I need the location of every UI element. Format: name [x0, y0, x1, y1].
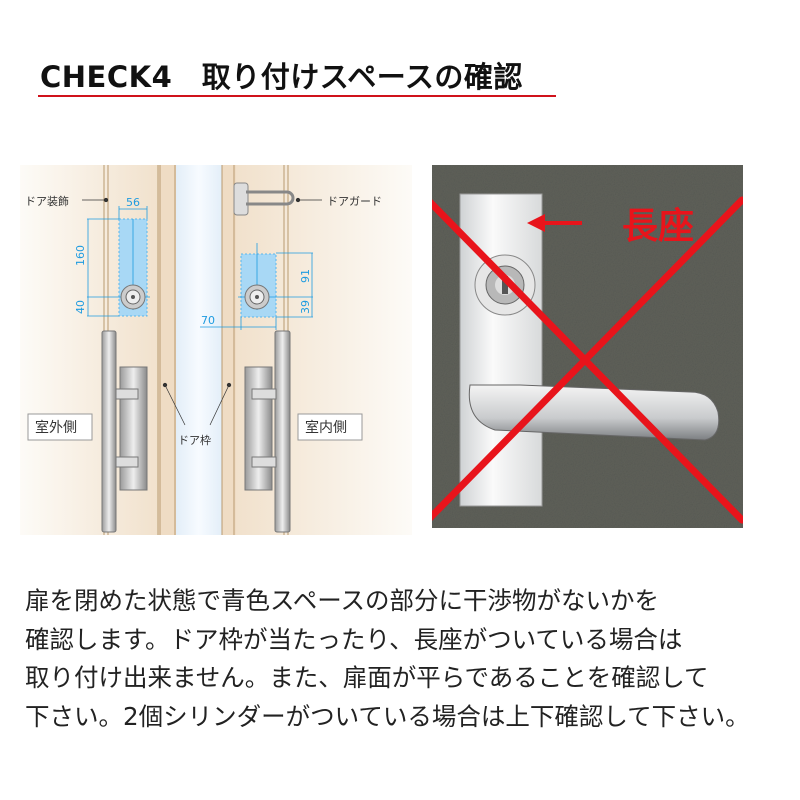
dim-inner-width: 70	[201, 314, 215, 327]
dim-outer-upper: 160	[74, 245, 87, 266]
outer-handle-bracket	[115, 388, 139, 400]
inner-handle-plate	[244, 366, 273, 491]
description-line: 確認します。ドア枠が当たったり、長座がついている場合は	[25, 624, 683, 654]
indoor-side-box	[297, 413, 363, 441]
inner-frame	[222, 165, 236, 535]
door-guard-icon	[233, 182, 295, 216]
dim-inner-upper: 91	[299, 269, 312, 283]
description-line: 下さい。2個シリンダーがついている場合は上下確認して下さい。	[25, 701, 750, 731]
outer-handle-bracket	[115, 456, 139, 468]
door-gap	[176, 165, 222, 535]
description: 扉を閉めた状態で青色スペースの部分に干渉物がないかを 確認します。ドア枠が当たっ…	[25, 582, 795, 736]
cross-out-mark	[432, 196, 743, 524]
inner-handle-bar	[274, 330, 291, 533]
outer-handle-plate	[119, 366, 148, 491]
door-frame-label: ドア枠	[178, 433, 211, 447]
page-title: CHECK4 取り付けスペースの確認	[40, 60, 523, 94]
dim-inner-lower: 39	[299, 300, 312, 314]
description-line: 取り付け出来ません。また、扉面が平らであることを確認して	[25, 663, 709, 692]
leader-lines	[82, 197, 322, 426]
inner-handle-bracket	[251, 388, 277, 400]
door-decoration-label: ドア装飾	[25, 195, 69, 208]
outdoor-side-label: 室外側	[35, 419, 77, 436]
long-plate-label: 長座	[622, 206, 694, 247]
space-diagram: ドア装飾 ドアガード ドア枠 室外側 室内側 56 160 40 70 91 3…	[20, 165, 412, 535]
dim-outer-lower: 40	[74, 300, 87, 314]
inner-cylinder	[244, 284, 270, 310]
description-line: 扉を閉めた状態で青色スペースの部分に干渉物がないかを	[25, 586, 660, 615]
cylinder-icon	[474, 254, 536, 316]
title-underline	[38, 95, 556, 97]
outdoor-side-box	[27, 413, 93, 441]
inner-handle-bracket	[251, 456, 277, 468]
indoor-side-label: 室内側	[305, 419, 347, 436]
dim-outer-width: 56	[126, 196, 140, 209]
outer-frame	[158, 165, 176, 535]
arrow-left-icon	[527, 214, 582, 232]
outer-cylinder	[120, 284, 146, 310]
door-guard-label: ドアガード	[327, 195, 382, 208]
outer-handle-bar	[101, 330, 117, 533]
long-plate-photo: 長座	[432, 165, 743, 528]
lever-handle	[468, 384, 720, 441]
